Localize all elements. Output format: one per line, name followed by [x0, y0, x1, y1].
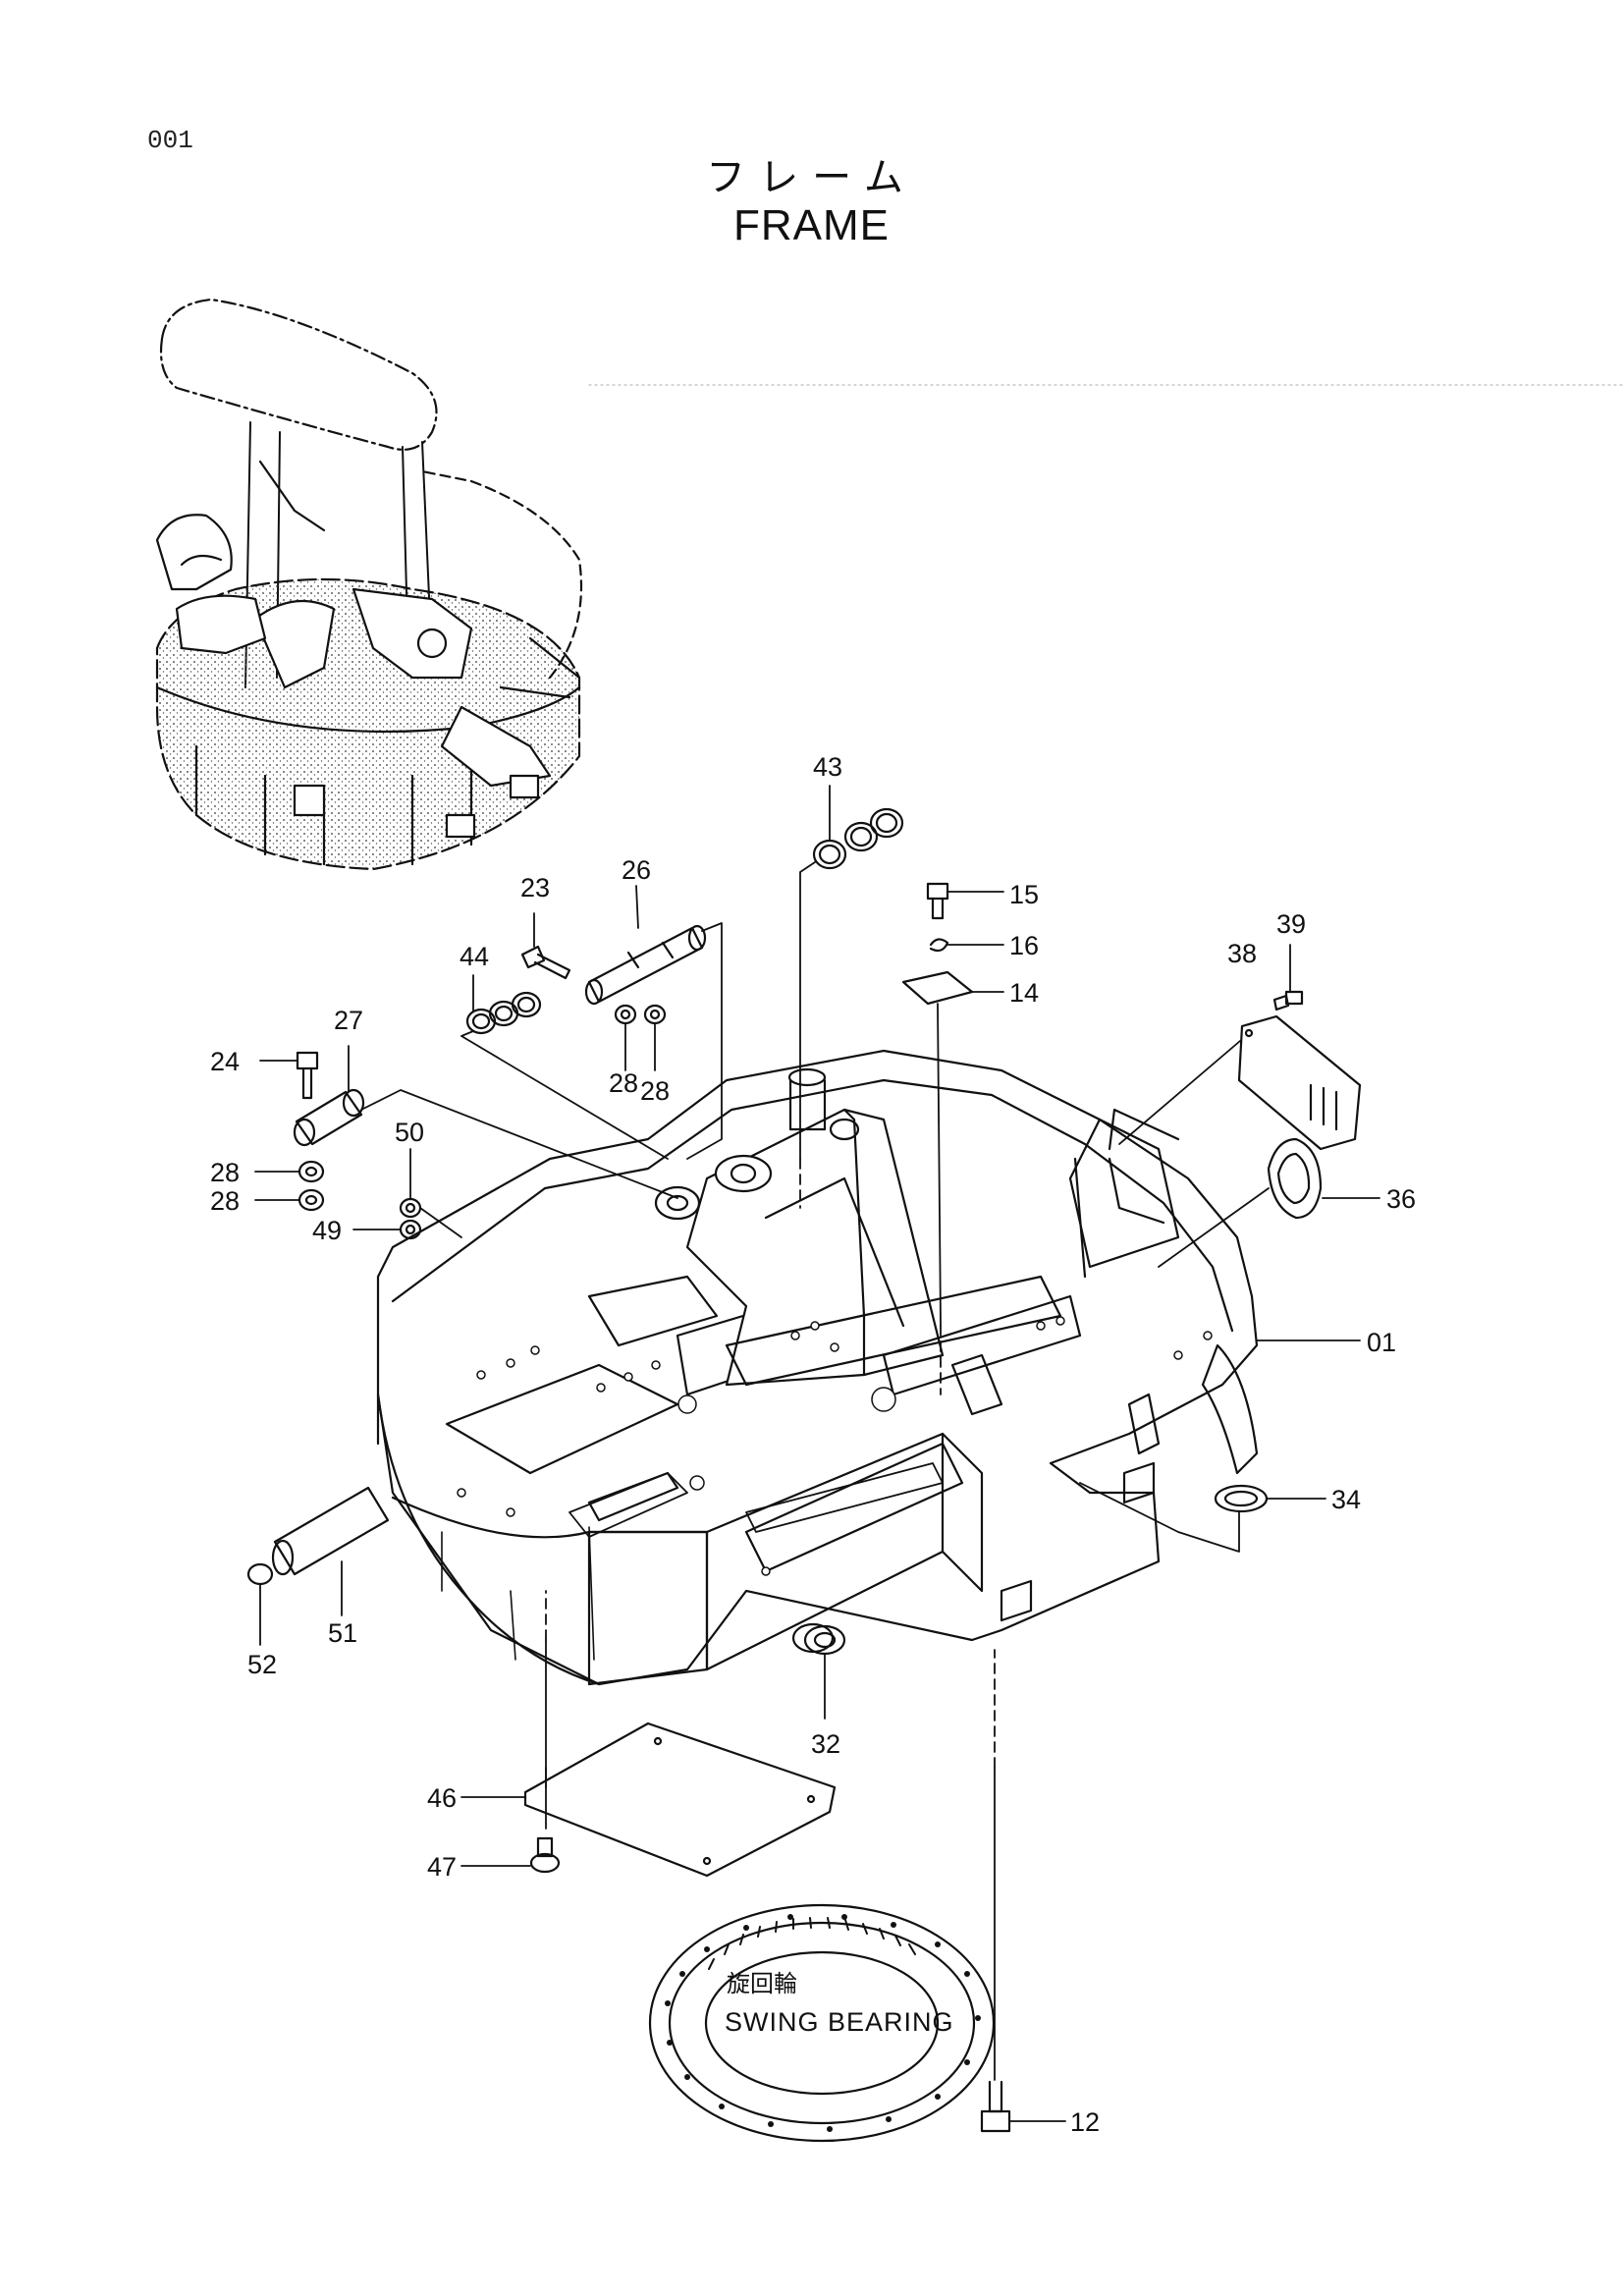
callout-34: 34	[1331, 1485, 1361, 1514]
part-52-bolt	[246, 1562, 274, 1586]
callout-28-left-b: 28	[210, 1186, 240, 1216]
callout-12: 12	[1070, 2107, 1100, 2137]
part-12-bolt	[980, 2080, 1011, 2133]
callout-14: 14	[1009, 978, 1039, 1008]
callout-43: 43	[813, 752, 842, 782]
part-47-bolt	[529, 1836, 561, 1874]
callout-15: 15	[1009, 880, 1039, 909]
callout-26: 26	[622, 855, 651, 885]
part-28-nuts-upper	[614, 1004, 667, 1025]
callout-51: 51	[328, 1618, 357, 1648]
callout-01: 01	[1367, 1328, 1396, 1357]
swing-bearing	[648, 1903, 996, 2143]
part-15-bolt	[926, 882, 949, 920]
swing-bearing-label-jp: 旋回輪	[727, 1970, 797, 1997]
callout-52: 52	[247, 1650, 277, 1679]
part-14-plate	[901, 970, 974, 1006]
part-46-under-cover	[523, 1722, 837, 1878]
part-26-pin	[584, 924, 707, 1006]
part-23-bolt	[520, 945, 571, 980]
overview-machine-illustration	[155, 298, 583, 871]
part-43-rings	[812, 807, 904, 870]
part-44-rings	[465, 991, 542, 1035]
page-number: 001	[147, 126, 193, 155]
callout-47: 47	[427, 1852, 457, 1882]
callout-16: 16	[1009, 931, 1039, 960]
title-japanese: フレーム	[706, 155, 917, 200]
part-50-grease-fitting	[399, 1197, 422, 1219]
title-english: FRAME	[733, 201, 890, 249]
callout-32: 32	[811, 1729, 840, 1759]
part-39-bolt	[1272, 990, 1304, 1011]
main-frame	[376, 1049, 1259, 1686]
callout-28-upper-b: 28	[640, 1076, 670, 1106]
callout-36: 36	[1386, 1184, 1416, 1214]
part-34-toothed-ring	[1214, 1484, 1269, 1513]
part-27-sleeve	[293, 1088, 365, 1147]
part-36-grommet	[1267, 1137, 1323, 1220]
callout-50: 50	[395, 1118, 424, 1147]
part-32-grommet	[791, 1622, 846, 1656]
part-49-grease-fitting	[399, 1219, 422, 1240]
callout-labels: 01 12 14 15 16 23 24 26 27 28 28 28 28 3…	[210, 752, 1416, 2137]
part-28-nuts-left	[298, 1160, 325, 1212]
part-16-lock-washer	[929, 938, 949, 953]
part-24-bolt	[296, 1051, 319, 1100]
callout-38: 38	[1227, 939, 1257, 968]
callout-28-left-a: 28	[210, 1158, 240, 1187]
callout-49: 49	[312, 1216, 342, 1245]
callout-24: 24	[210, 1047, 240, 1076]
callout-44: 44	[460, 942, 489, 971]
part-51-cover	[271, 1486, 390, 1576]
callout-39: 39	[1276, 909, 1306, 939]
swing-bearing-label-en: SWING BEARING	[725, 2007, 954, 2037]
leader-lines	[254, 785, 1380, 2122]
callout-27: 27	[334, 1006, 363, 1035]
callout-28-upper-a: 28	[609, 1068, 638, 1098]
part-38-cover-plate	[1237, 1014, 1362, 1151]
callout-23: 23	[520, 873, 550, 902]
callout-46: 46	[427, 1783, 457, 1813]
